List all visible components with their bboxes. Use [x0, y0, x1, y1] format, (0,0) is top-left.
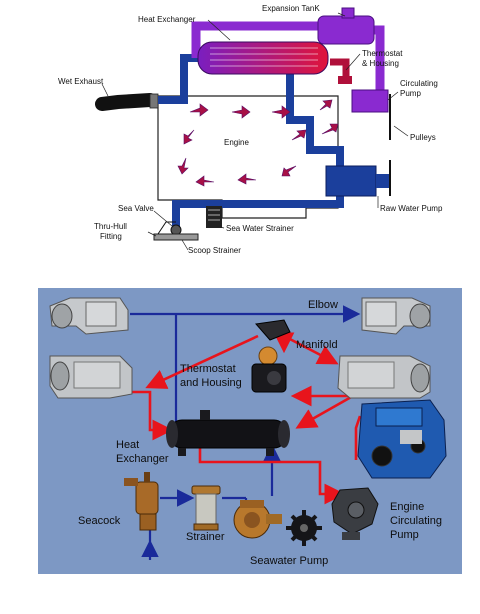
- elbow-right: [361, 297, 431, 335]
- raw-water-line-2: [286, 58, 344, 168]
- label-circulating: Circulating: [390, 515, 442, 527]
- label-seawater-pump: Seawater Pump: [250, 555, 328, 567]
- engine-flow-arrows: [177, 99, 339, 187]
- label-pump: Pump: [400, 89, 421, 98]
- raw-water-line: [158, 54, 200, 104]
- scoop-strainer: [153, 233, 199, 241]
- top-diagram: Expansion TanK Heat Exchanger Thermostat…: [58, 4, 443, 255]
- sea-water-strainer: [206, 206, 222, 228]
- label-wet-exhaust: Wet Exhaust: [58, 77, 104, 86]
- label-exchanger: Exchanger: [116, 453, 169, 465]
- strainer-part: [191, 485, 221, 531]
- expansion-tank: [317, 15, 375, 45]
- label-seacock: Seacock: [78, 515, 121, 527]
- thermostat-housing-part: [251, 319, 291, 393]
- seacock-part: [124, 472, 159, 531]
- engine-part: [357, 399, 447, 479]
- circulating-pump-part: [331, 487, 379, 540]
- fresh-water-line-2: [372, 25, 385, 92]
- label-engine: Engine: [224, 138, 249, 147]
- label-expansion-tank: Expansion TanK: [262, 4, 320, 13]
- thermostat-line: [330, 58, 350, 78]
- label-engine: Engine: [390, 501, 424, 513]
- label-pulleys: Pulleys: [410, 133, 436, 142]
- circulating-pump: [351, 89, 389, 113]
- elbow-left: [49, 297, 129, 335]
- label-sea-water-strainer: Sea Water Strainer: [226, 224, 294, 233]
- wet-exhaust-pipe: [95, 93, 157, 111]
- label-elbow: Elbow: [308, 299, 338, 311]
- label-thermostat-housing: & Housing: [362, 59, 399, 68]
- raw-water-intake-line: [172, 196, 344, 228]
- label-fitting: Fitting: [100, 232, 122, 241]
- impeller-part: [286, 510, 322, 546]
- label-thru-hull: Thru-Hull: [94, 222, 127, 231]
- label-pump: Pump: [390, 529, 419, 541]
- heat-exchanger: [197, 41, 329, 75]
- thermostat-housing: [338, 76, 352, 84]
- label-heat-exchanger: Heat Exchanger: [138, 15, 196, 24]
- label-scoop-strainer: Scoop Strainer: [188, 246, 241, 255]
- label-thermostat: Thermostat: [180, 363, 236, 375]
- manifold-left: [49, 355, 133, 399]
- bottom-diagram: Elbow Manifold Thermostat and Housing He…: [38, 288, 462, 574]
- label-strainer: Strainer: [186, 531, 225, 543]
- engine-block: [157, 95, 339, 219]
- label-manifold: Manifold: [296, 339, 338, 351]
- fresh-water-line: [191, 21, 320, 58]
- label-sea-valve: Sea Valve: [118, 204, 154, 213]
- label-heat: Heat: [116, 439, 139, 451]
- label-and-housing: and Housing: [180, 377, 242, 389]
- label-raw-water-pump: Raw Water Pump: [380, 204, 443, 213]
- label-circulating: Circulating: [400, 79, 438, 88]
- manifold-right: [337, 355, 431, 399]
- raw-water-pump: [325, 165, 377, 197]
- seawater-pump-part: [233, 500, 282, 539]
- label-thermostat: Thermostat: [362, 49, 403, 58]
- heat-exchanger-part: [166, 410, 290, 456]
